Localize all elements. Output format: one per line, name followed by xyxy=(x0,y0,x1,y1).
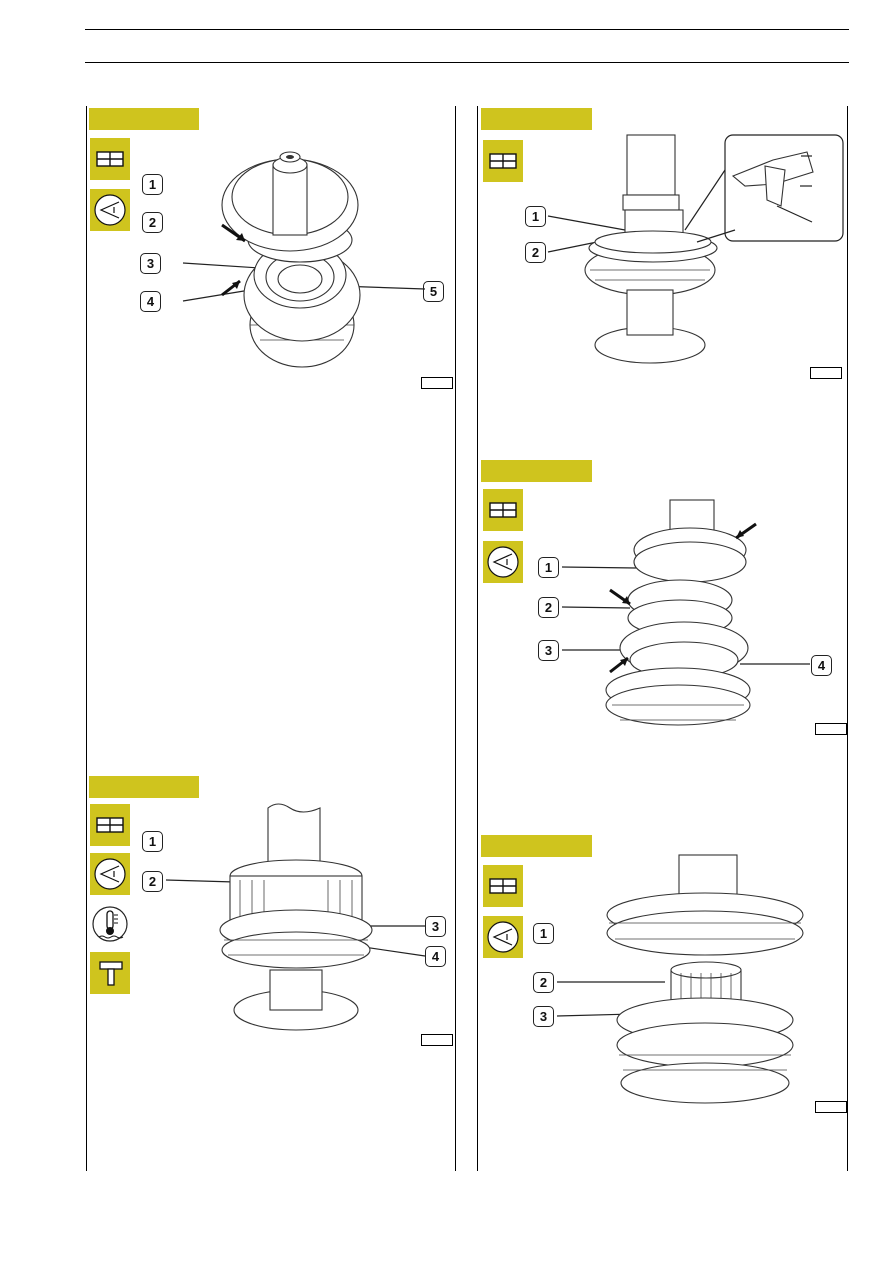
press-fit-illustration xyxy=(165,803,426,1031)
header-rule-bottom xyxy=(85,62,849,63)
callout-3: 3 xyxy=(533,1006,554,1027)
callout-4: 4 xyxy=(140,291,161,312)
synchro-rings-illustration xyxy=(561,499,810,726)
callout-3: 3 xyxy=(425,916,446,937)
column-rule-right xyxy=(847,106,848,1171)
gear-with-hub-illustration xyxy=(556,854,804,1104)
disassemble-grid-icon xyxy=(483,140,523,182)
figure-reference-box xyxy=(421,377,453,389)
heat-thermometer-icon xyxy=(90,903,130,945)
callout-2: 2 xyxy=(525,242,546,263)
callout-4: 4 xyxy=(811,655,832,676)
column-rule-left xyxy=(86,106,87,1171)
inspect-eye-icon xyxy=(90,189,130,231)
callout-2: 2 xyxy=(142,871,163,892)
disassemble-grid-icon xyxy=(483,489,523,531)
callout-2: 2 xyxy=(142,212,163,233)
section-header-bar xyxy=(481,460,592,482)
column-rule-center-a xyxy=(455,106,456,1171)
section-header-bar xyxy=(89,776,199,798)
gear-assembly-illustration xyxy=(182,151,426,368)
callout-1: 1 xyxy=(525,206,546,227)
figure-reference-box xyxy=(810,367,842,379)
inspect-eye-icon xyxy=(483,916,523,958)
callout-1: 1 xyxy=(142,831,163,852)
section-header-bar xyxy=(481,835,592,857)
inspect-eye-icon xyxy=(90,853,130,895)
callout-3: 3 xyxy=(538,640,559,661)
inspect-eye-icon xyxy=(483,541,523,583)
callout-2: 2 xyxy=(538,597,559,618)
callout-1: 1 xyxy=(533,923,554,944)
section-header-bar xyxy=(481,108,592,130)
callout-1: 1 xyxy=(538,557,559,578)
figure-reference-box xyxy=(421,1034,453,1046)
shaft-hub-illustration xyxy=(547,134,844,364)
figure-reference-box xyxy=(815,723,847,735)
callout-5: 5 xyxy=(423,281,444,302)
hammer-tool-icon xyxy=(90,952,130,994)
column-rule-center-b xyxy=(477,106,478,1171)
callout-4: 4 xyxy=(425,946,446,967)
header-rule-top xyxy=(85,29,849,30)
callout-1: 1 xyxy=(142,174,163,195)
disassemble-grid-icon xyxy=(90,138,130,180)
disassemble-grid-icon xyxy=(483,865,523,907)
disassemble-grid-icon xyxy=(90,804,130,846)
callout-2: 2 xyxy=(533,972,554,993)
section-header-bar xyxy=(89,108,199,130)
figure-reference-box xyxy=(815,1101,847,1113)
callout-3: 3 xyxy=(140,253,161,274)
